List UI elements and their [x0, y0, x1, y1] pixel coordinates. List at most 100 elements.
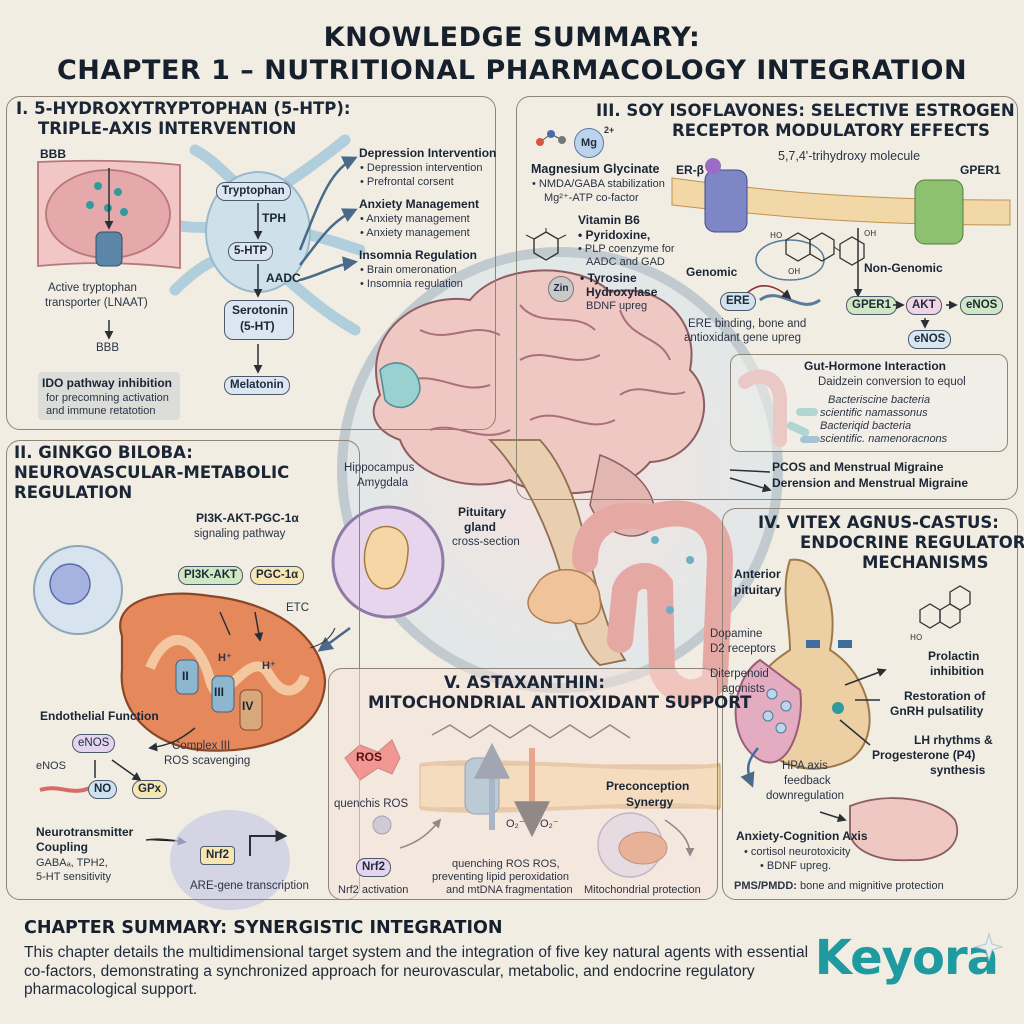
panel-vitex [722, 508, 1018, 900]
panel1-title-line2: TRIPLE-AXIS INTERVENTION [38, 119, 297, 138]
outcome-title-insomnia: Insomnia Regulation [359, 248, 478, 262]
zn-line3: BDNF upreg [586, 300, 648, 312]
node-enos-2: eNOS [908, 330, 952, 350]
complex-iii-label: III [214, 685, 225, 699]
summary-body: This chapter details the multidimensiona… [24, 944, 809, 999]
pituitary-line3: cross-section [452, 536, 520, 548]
zinc-icon: Zin [548, 276, 574, 302]
mg-line2: Mg²⁺-ATP co-factor [544, 192, 639, 204]
etc-label: ETC [286, 602, 309, 614]
panel4-title-line2: ENDOCRINE REGULATORY [800, 533, 1024, 552]
pms-bold: PMS/PMDD: [734, 880, 797, 892]
endothelial-title: Endothelial Function [40, 709, 159, 723]
b6-line2: • PLP coenzyme for [578, 243, 675, 255]
transporter-label-line1: Active tryptophan [48, 282, 137, 294]
outcome-depression-item1: • Depression intervention [360, 162, 483, 174]
ere-line1: ERE binding, bone and [688, 318, 807, 330]
node-melatonin: Melatonin [224, 376, 290, 396]
panel4-title-line3: MECHANISMS [862, 553, 989, 572]
node-serotonin [224, 300, 294, 340]
molecule-icon-svg [536, 130, 566, 146]
svg-text:OH: OH [864, 229, 876, 238]
gper1-top-label: GPER1 [960, 163, 1001, 177]
mg-charge: 2+ [604, 125, 615, 135]
gnrh-line1: Restoration of [904, 689, 986, 703]
isoflavone-structure-svg: HO OH OH [770, 229, 876, 276]
preconception-line1: Preconception [606, 779, 690, 793]
mg-icon: Mg [574, 128, 604, 158]
mg-line1: • NMDA/GABA stabilization [532, 178, 665, 190]
hpa-line1: HPA axis [782, 760, 828, 772]
enzyme-tph: TPH [262, 211, 286, 225]
brand-logo: Keyora [814, 930, 999, 986]
node-gper1: GPER1 [846, 296, 897, 316]
node-akt: AKT [906, 296, 942, 316]
ido-line2: and immune retatotion [46, 405, 156, 417]
bbb-bottom-label: BBB [96, 342, 120, 354]
node-pi3k-akt: PI3K-AKT [178, 566, 244, 586]
node-enos: eNOS [72, 734, 116, 754]
ros-label: ROS [356, 750, 383, 764]
node-nrf2-panel5: Nrf2 [356, 858, 392, 878]
pcos-line2: Derension and Menstrual Migraine [772, 476, 969, 490]
axis-line2: • BDNF upreg. [760, 860, 832, 872]
molecule-icon [534, 126, 568, 150]
nt-title-line1: Neurotransmitter [36, 825, 134, 839]
outcome-anxiety-item1: • Anxiety management [360, 213, 470, 225]
lh-line2: Progesterone (P4) [872, 748, 976, 762]
sparkle-icon [974, 932, 1004, 962]
panel3-title-line1: III. SOY ISOFLAVONES: SELECTIVE ESTROGEN [596, 101, 1015, 120]
pathway-label-line1: PI3K-AKT-PGC-1α [196, 511, 299, 525]
panel4-title-line1: IV. VITEX AGNUS-CASTUS: [758, 513, 999, 532]
are-label: ARE-gene transcription [190, 880, 309, 892]
h-ion-2: H⁺ [262, 660, 276, 672]
h-ion-1: H⁺ [218, 652, 232, 664]
pcos-line1: PCOS and Menstrual Migraine [772, 460, 944, 474]
svg-text:OH: OH [788, 267, 800, 276]
membrane-line2: preventing lipid peroxidation [432, 871, 569, 883]
zn-line2: Hydroxylase [586, 285, 658, 299]
nrf2-activation-label: Nrf2 activation [338, 884, 409, 896]
complex-iii-line1: Complex III [172, 740, 231, 752]
diterpenoid-structure-svg: HO [910, 585, 971, 642]
svg-text:HO: HO [770, 231, 782, 240]
enzyme-aadc: AADC [266, 271, 301, 285]
molecule-label: 5,7,4'-trihydroxy molecule [778, 149, 921, 163]
pituitary-line2: gland [464, 520, 496, 534]
transporter-label-line2: transporter (LNAAT) [45, 297, 148, 309]
membrane-receptors [671, 158, 1011, 306]
intestine-illustration [527, 500, 734, 706]
pathway-label-line2: signaling pathway [194, 528, 286, 540]
prolactin-line2: inhibition [930, 664, 984, 678]
outcome-depression-item2: • Prefrontal corsent [360, 176, 454, 188]
complex-iii-line2: ROS scavenging [164, 755, 251, 767]
serotonin-pathway-arrows [253, 156, 358, 374]
gut-bacteria2: scientific namassonus [820, 407, 928, 419]
panel2-title-line3: REGULATION [14, 483, 133, 502]
hippocampus-label: Hippocampus [344, 462, 415, 474]
panel5-title-line1: V. ASTAXANTHIN: [444, 673, 605, 692]
node-nrf2-panel2: Nrf2 [200, 846, 236, 866]
ido-title: IDO pathway inhibition [42, 376, 172, 390]
lh-line3: synthesis [930, 763, 986, 777]
prolactin-line1: Prolactin [928, 649, 980, 663]
panel1-title-line1: I. 5-HYDROXYTRYPTOPHAN (5-HTP): [16, 99, 351, 118]
genomic-label: Genomic [686, 265, 738, 279]
diterpenoid-structure: HO [910, 580, 984, 644]
gut-bacteria4: scientific. namenoracnons [820, 433, 948, 445]
membrane-line3: and mtDNA fragmentation [446, 884, 573, 896]
zinc-icon-label: Zin [553, 283, 569, 294]
mg-icon-label: Mg [581, 137, 597, 149]
outcome-insomnia-item2: • Insomnia regulation [360, 278, 463, 290]
quench-label: quenchis ROS [334, 798, 409, 810]
b6-line3: AADC and GAD [586, 256, 665, 268]
gut-bacteria3: Bacteriqid bacteria [820, 420, 912, 432]
dopamine-line1: Dopamine [710, 628, 763, 640]
axis-title: Anxiety-Cognition Axis [736, 829, 868, 843]
serotonin-line2: (5-HT) [240, 319, 275, 333]
page-title-line1: KNOWLEDGE SUMMARY: [323, 22, 701, 53]
panel-astaxanthin [328, 668, 718, 900]
b6-title: Vitamin B6 [578, 213, 640, 227]
ido-box [38, 372, 180, 420]
b6-line1: • Pyridoxine, [578, 228, 651, 242]
